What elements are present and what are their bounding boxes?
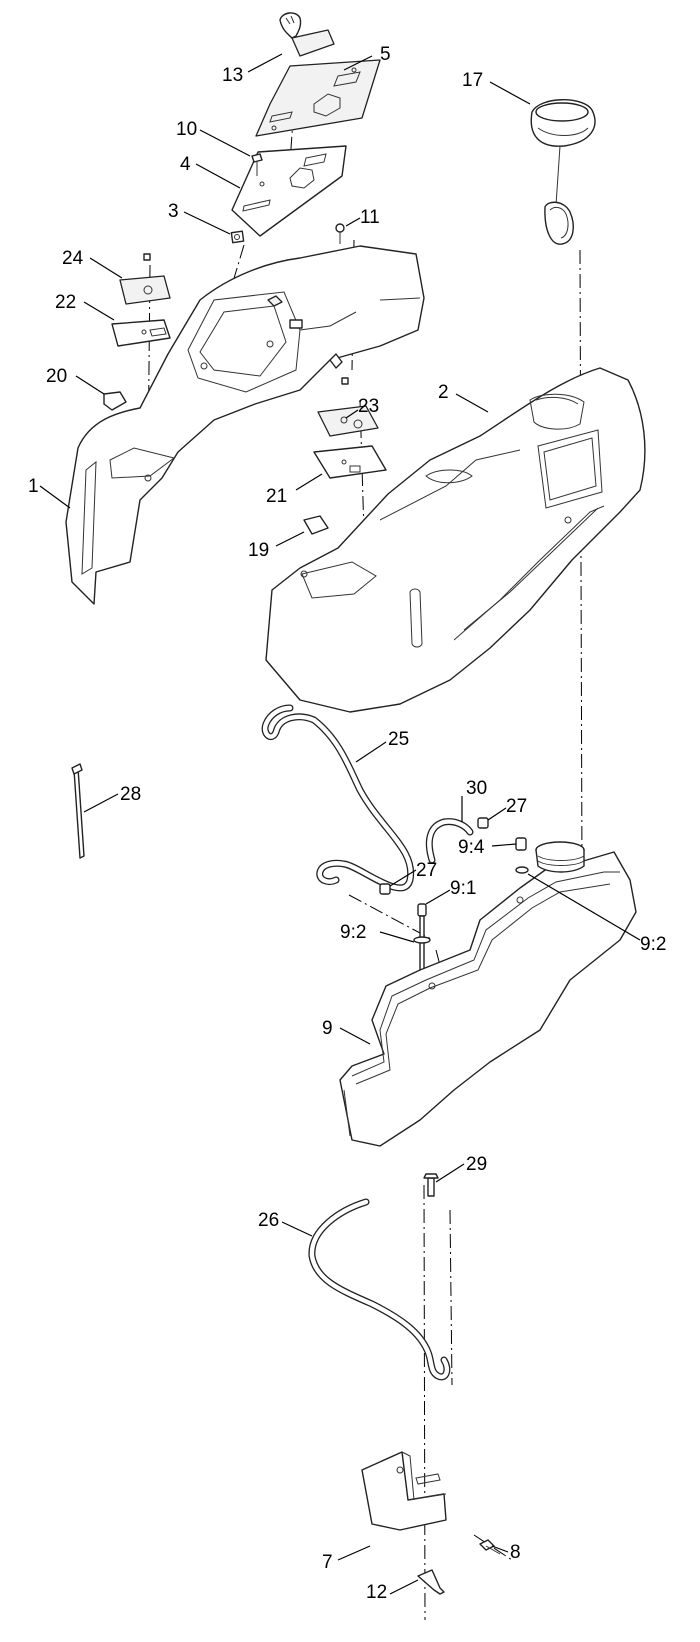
callout-10: 10 xyxy=(176,119,197,140)
callout-9-2-right: 9:2 xyxy=(640,934,666,955)
callout-30: 30 xyxy=(466,778,487,799)
part-30-hose xyxy=(425,818,474,864)
callout-labels: 13 5 10 4 3 11 17 24 22 20 2 23 1 21 19 … xyxy=(28,44,666,1603)
part-25-hose xyxy=(261,704,415,892)
callout-19: 19 xyxy=(248,540,269,561)
part-9-4-fitting xyxy=(515,837,529,874)
leader-lines xyxy=(39,53,641,1595)
callout-29: 29 xyxy=(466,1154,487,1175)
part-12-spring xyxy=(417,1569,445,1595)
part-23-decal xyxy=(317,377,379,437)
callout-3: 3 xyxy=(168,201,179,222)
callout-4: 4 xyxy=(180,154,191,175)
callout-23: 23 xyxy=(358,396,379,417)
part-21-plate xyxy=(313,445,387,479)
callout-11: 11 xyxy=(360,207,380,228)
callout-12: 12 xyxy=(366,1582,387,1603)
callout-22: 22 xyxy=(55,292,76,313)
callout-9: 9 xyxy=(322,1018,333,1039)
callout-1: 1 xyxy=(28,476,39,497)
part-28-cable-tie xyxy=(71,763,85,859)
callout-7: 7 xyxy=(322,1552,333,1573)
callout-9-2-left: 9:2 xyxy=(340,922,366,943)
part-20-grommet xyxy=(103,391,127,411)
part-10-screw xyxy=(251,153,263,176)
callout-9-1: 9:1 xyxy=(450,878,476,899)
callout-26: 26 xyxy=(258,1210,279,1231)
part-19-grommet xyxy=(303,515,329,535)
callout-17: 17 xyxy=(462,70,483,91)
part-13-knob xyxy=(279,12,335,57)
part-27-clamp-upper xyxy=(477,817,489,829)
callout-27-lower: 27 xyxy=(416,860,437,881)
callout-13: 13 xyxy=(222,65,243,86)
callout-20: 20 xyxy=(46,366,67,387)
part-8-bolt xyxy=(479,1539,501,1555)
part-27-clamp-lower xyxy=(379,883,391,895)
part-17-fuel-cap xyxy=(530,99,596,245)
part-29-clip xyxy=(423,1173,439,1197)
part-1-console-housing xyxy=(65,245,425,605)
part-2-fender-cover xyxy=(265,367,646,713)
part-11-screw xyxy=(335,223,345,244)
part-5-decal-plate xyxy=(255,59,381,137)
callout-8: 8 xyxy=(510,1542,521,1563)
callout-25: 25 xyxy=(388,729,409,750)
part-9-fuel-tank xyxy=(339,841,637,1147)
callout-2: 2 xyxy=(438,382,449,403)
part-4-console-cover xyxy=(231,145,347,237)
part-24-decal xyxy=(119,253,171,305)
callout-28: 28 xyxy=(120,784,141,805)
callout-9-4: 9:4 xyxy=(458,837,485,858)
part-3-nut xyxy=(230,230,245,244)
callout-27-upper: 27 xyxy=(506,796,527,817)
callout-24: 24 xyxy=(62,248,84,269)
part-26-hose xyxy=(308,1198,451,1381)
callout-21: 21 xyxy=(266,486,287,507)
part-22-plate xyxy=(111,319,171,347)
callout-5: 5 xyxy=(380,44,391,65)
part-9-1-pickup-tube xyxy=(413,903,431,981)
part-7-bracket xyxy=(361,1451,447,1531)
